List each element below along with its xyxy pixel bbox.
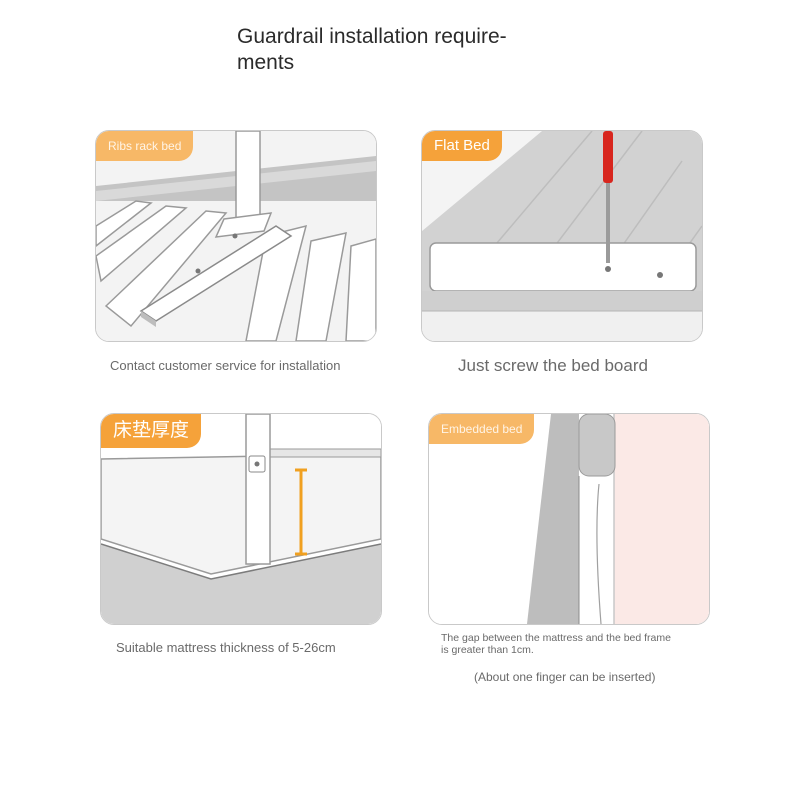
title-line-1: Guardrail installation require- (237, 25, 507, 48)
title-line-2: ments (237, 51, 295, 74)
caption-embedded-line-1: The gap between the mattress and the bed… (441, 632, 671, 644)
caption-ribs-rack-bed: Contact customer service for installatio… (110, 358, 341, 373)
page-title: Guardrail installation require- ments (237, 24, 537, 76)
ribs-rack-illustration (96, 131, 376, 341)
mattress-illustration (101, 414, 381, 624)
panel-mattress-thickness: 床垫厚度 (100, 413, 382, 625)
badge-ribs-rack-bed: Ribs rack bed (96, 131, 194, 161)
caption-flat-bed: Just screw the bed board (458, 356, 648, 375)
caption-embedded-bed: The gap between the mattress and the bed… (441, 632, 671, 656)
badge-embedded-bed: Embedded bed (429, 414, 535, 444)
panel-flat-bed: Flat Bed (421, 130, 703, 342)
panel-ribs-rack-bed: Ribs rack bed (95, 130, 377, 342)
caption-mattress-thickness: Suitable mattress thickness of 5-26cm (116, 640, 336, 655)
caption-embedded-line-2: is greater than 1cm. (441, 644, 534, 656)
badge-flat-bed: Flat Bed (422, 131, 502, 161)
embedded-bed-illustration (429, 414, 709, 624)
flat-bed-illustration (422, 131, 702, 341)
panel-embedded-bed: Embedded bed (428, 413, 710, 625)
embedded-note: (About one finger can be inserted) (474, 670, 656, 684)
badge-mattress-thickness: 床垫厚度 (101, 414, 202, 448)
